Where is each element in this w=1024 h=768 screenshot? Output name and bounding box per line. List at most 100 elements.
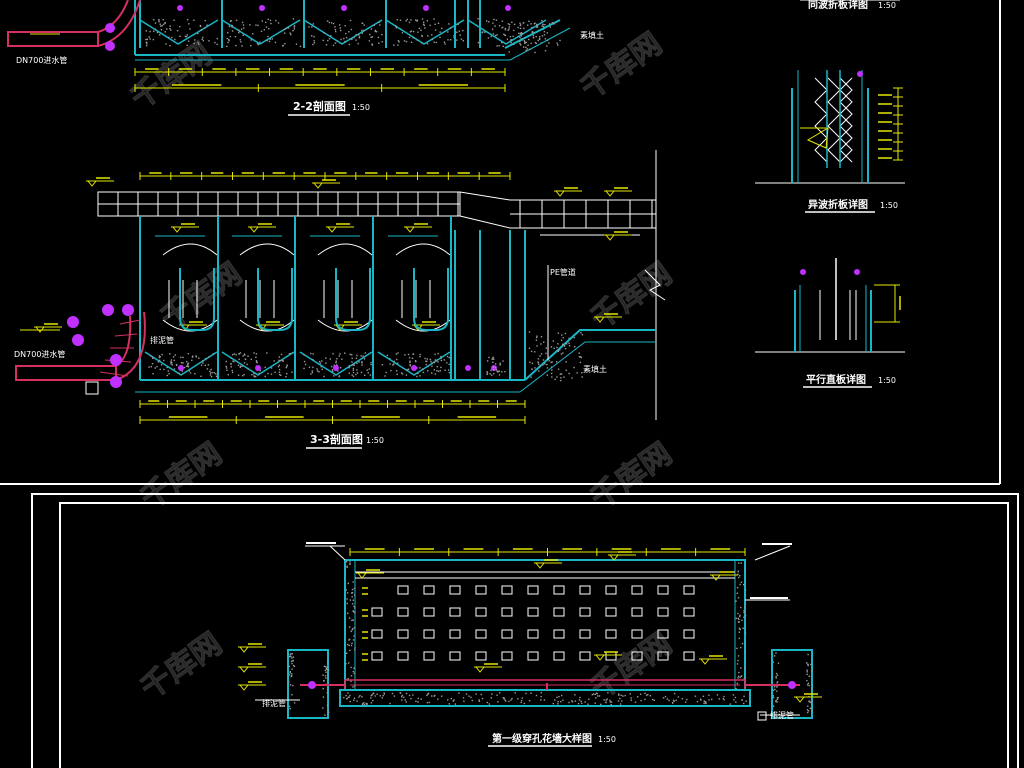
gravel-dot [444,369,446,371]
gravel-dot [708,694,710,696]
u-channel [413,268,449,331]
gravel-dot [267,18,269,20]
gravel-dot [169,45,171,47]
gravel-dot [448,703,450,705]
gravel-dot [339,353,341,355]
gravel-dot [364,374,366,376]
gravel-dot [504,27,507,30]
gravel-dot [209,372,212,374]
gravel-dot [501,371,503,373]
gravel-dot [239,366,241,368]
gravel-dot [261,20,263,22]
gravel-dot [420,29,422,31]
gravel-dot [215,375,218,377]
gravel-dot [238,353,240,355]
gravel-dot [352,369,354,371]
gravel-dot [187,40,190,42]
gravel-dot [395,353,398,355]
gravel-dot [551,361,553,363]
gravel-dot [408,36,411,39]
gravel-dot [737,659,739,662]
gravel-dot [437,698,439,700]
gravel-dot [574,694,576,696]
gravel-dot [738,671,740,674]
elevation-mark [699,655,727,665]
gravel-dot [488,356,490,359]
perforation-hole [475,585,487,595]
gravel-dot [232,360,234,362]
gravel-dot [199,25,202,28]
pipe-hatch [114,333,138,337]
gravel-dot [553,347,555,350]
gravel-dot [571,700,573,702]
wall-hatch [288,653,296,710]
gravel-dot [541,19,543,22]
gravel-dot [321,360,323,362]
gravel-dot [496,34,498,36]
gravel-dot [723,699,725,701]
gravel-dot [520,35,522,37]
gravel-dot [379,24,381,26]
gravel-dot [417,372,419,375]
gravel-dot [231,371,234,374]
gravel-dot [741,619,743,622]
gravel-dot [225,367,228,369]
gravel-dot [807,711,809,714]
perforation-hole [371,607,383,617]
gravel-dot [352,375,355,377]
gravel-dot [723,695,725,698]
perforation-hole [527,651,539,661]
gravel-dot [439,31,441,33]
top-dimension-chain [349,548,746,556]
gravel-dot [322,674,324,676]
gravel-dot [360,355,362,357]
gravel-dot [435,359,437,362]
gravel-dot [426,694,428,697]
gravel-dot [403,696,405,699]
gravel-dot [281,359,284,362]
leader-line [329,545,346,561]
gravel-dot [440,366,442,369]
gravel-dot [349,563,351,565]
gravel-dot [401,696,403,698]
perforation-hole [605,585,617,595]
gravel-dot [368,368,370,370]
gravel-dot [535,26,538,28]
gravel-dot [807,663,809,666]
gravel-dot [182,356,184,359]
perforation-hole [475,607,487,617]
perforation-hole [631,651,643,661]
gravel-dot [424,27,426,29]
gravel-dot [194,39,196,41]
gravel-dot [704,702,707,704]
gravel-dot [705,701,707,703]
perforation-hole [397,585,409,595]
gravel-dot [499,364,501,366]
gravel-dot [537,362,539,364]
gravel-dot [772,696,775,699]
gravel-fill [303,352,372,378]
gravel-dot [508,23,511,26]
gravel-dot [410,19,412,21]
gravel-dot [378,21,380,23]
gravel-dot [290,655,292,658]
elevation-mark [554,187,582,197]
gravel-dot [448,23,450,25]
gravel-dot [736,647,738,650]
gravel-dot [492,356,495,358]
gravel-dot [247,367,249,370]
gravel-dot [488,703,490,705]
gravel-dot [327,669,330,671]
gravel-dot [489,373,491,375]
gravel-dot [370,694,372,697]
gravel-dot [146,45,148,47]
gravel-dot [204,364,206,367]
marker-dot [505,5,511,11]
gravel-dot [373,24,375,26]
gravel-dot [498,370,500,372]
gravel-dot [487,37,490,39]
gravel-dot [520,32,523,34]
gravel-dot [419,375,421,377]
gravel-fill [486,356,506,376]
gravel-dot [381,41,383,43]
